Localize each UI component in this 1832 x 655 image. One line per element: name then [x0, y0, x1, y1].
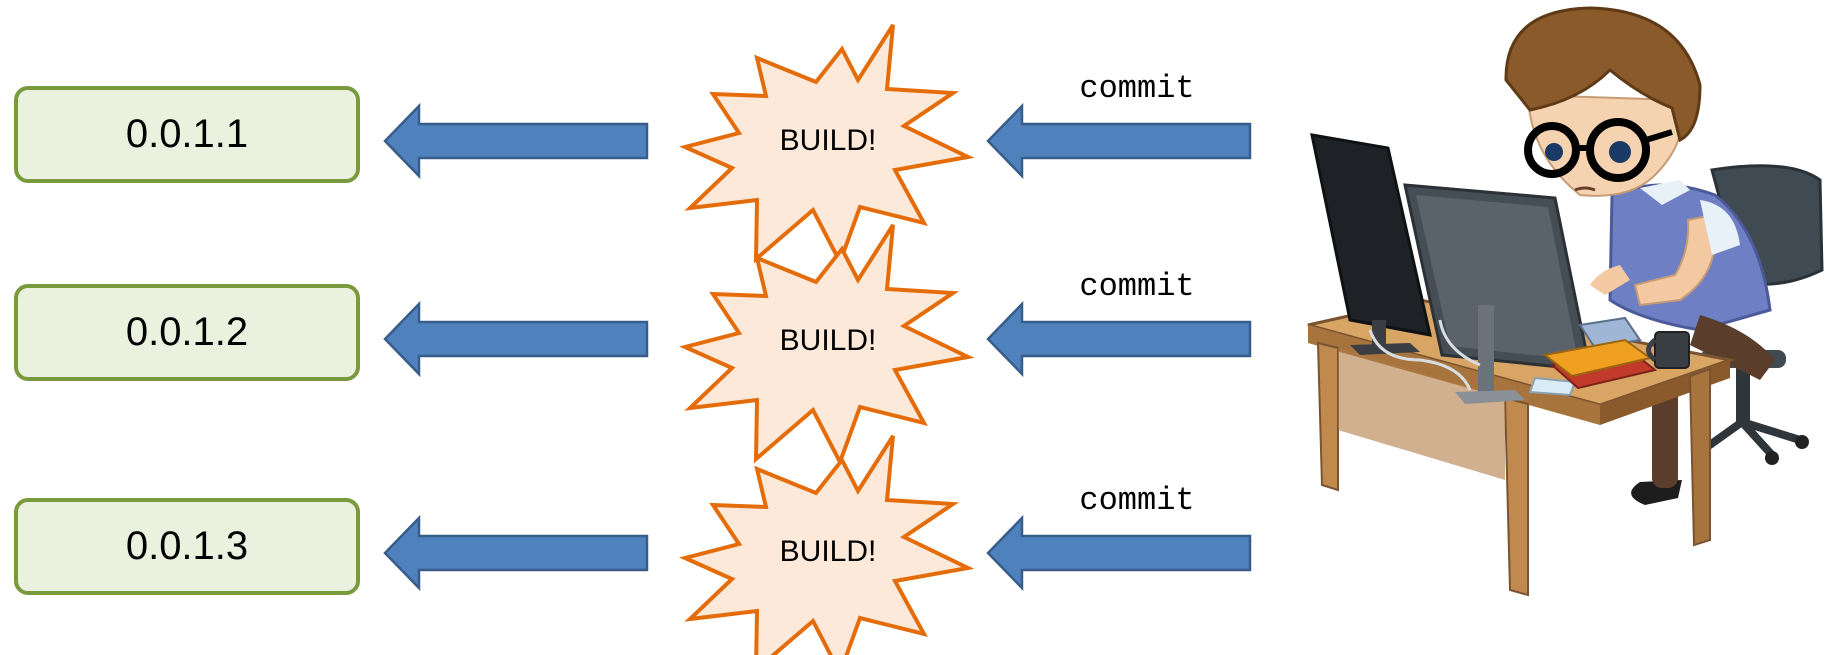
commit-label-1: commit	[1079, 70, 1195, 107]
arrow-to-version-3	[383, 516, 649, 590]
version-box-3: 0.0.1.3	[14, 498, 360, 595]
commit-arrow-3	[986, 516, 1252, 590]
coffee-mug-icon	[1654, 331, 1690, 369]
arrow-to-version-2	[383, 302, 649, 376]
commit-arrow-1	[986, 104, 1252, 178]
build-label-3: BUILD!	[780, 535, 877, 568]
developer-body	[1590, 180, 1775, 505]
version-label-1: 0.0.1.1	[125, 112, 249, 156]
build-label-1: BUILD!	[780, 124, 877, 157]
developer-illustration	[1307, 6, 1824, 597]
commit-arrow-2	[986, 302, 1252, 376]
developer-head	[1504, 6, 1702, 197]
commit-label-2: commit	[1079, 268, 1195, 305]
front-monitor	[1403, 183, 1592, 404]
build-label-2: BUILD!	[780, 324, 877, 357]
version-label-2: 0.0.1.2	[125, 310, 249, 354]
version-box-1: 0.0.1.1	[14, 86, 360, 183]
back-monitor	[1310, 133, 1432, 355]
desk-items	[1368, 316, 1690, 397]
version-label-3: 0.0.1.3	[125, 524, 249, 568]
commit-label-3: commit	[1079, 482, 1195, 519]
arrow-to-version-1	[383, 104, 649, 178]
version-box-2: 0.0.1.2	[14, 284, 360, 381]
